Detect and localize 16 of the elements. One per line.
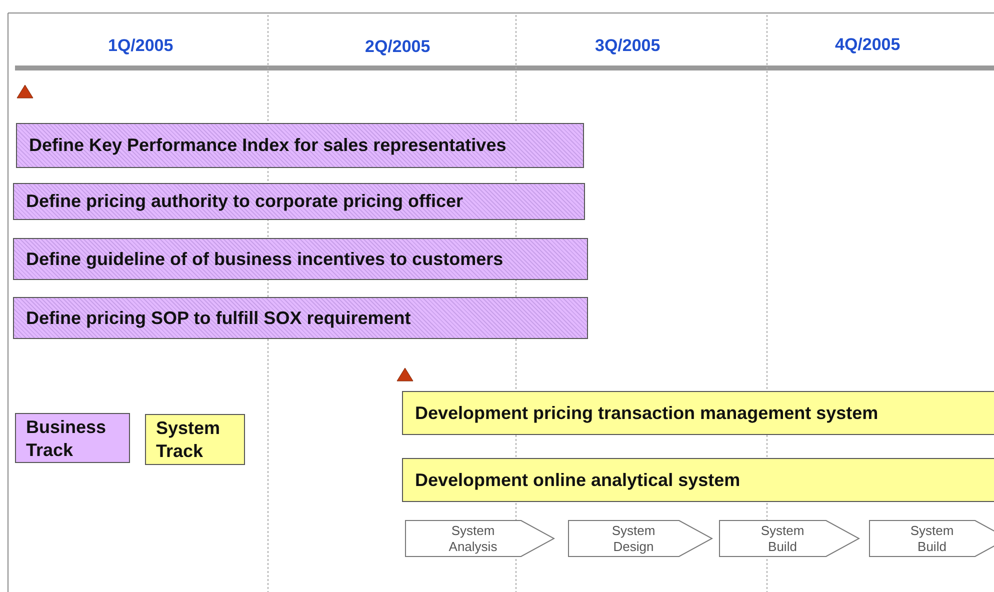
task-bar: Define Key Performance Index for sales representatives (16, 123, 584, 168)
quarter-label: 2Q/2005 (365, 37, 430, 57)
phase-step: System Analysis (405, 520, 555, 557)
task-bar: Development online analytical system (402, 458, 994, 502)
task-bar: Define pricing SOP to fulfill SOX requirement (13, 297, 588, 339)
quarter-label: 1Q/2005 (108, 36, 174, 56)
quarter-label: 4Q/2005 (835, 35, 900, 55)
phase-step: System Build (869, 520, 994, 557)
quarter-label: 3Q/2005 (595, 36, 660, 56)
task-bar: Development pricing transaction management system (402, 391, 994, 435)
legend-swatch: Business Track (15, 413, 130, 463)
phase-step: System Design (568, 520, 713, 557)
task-bar: Define pricing authority to corporate pricing officer (13, 183, 585, 220)
legend-swatch: System Track (145, 414, 245, 465)
task-bar: Define guideline of of business incentives to customers (13, 238, 588, 280)
phase-step: System Build (719, 520, 860, 557)
